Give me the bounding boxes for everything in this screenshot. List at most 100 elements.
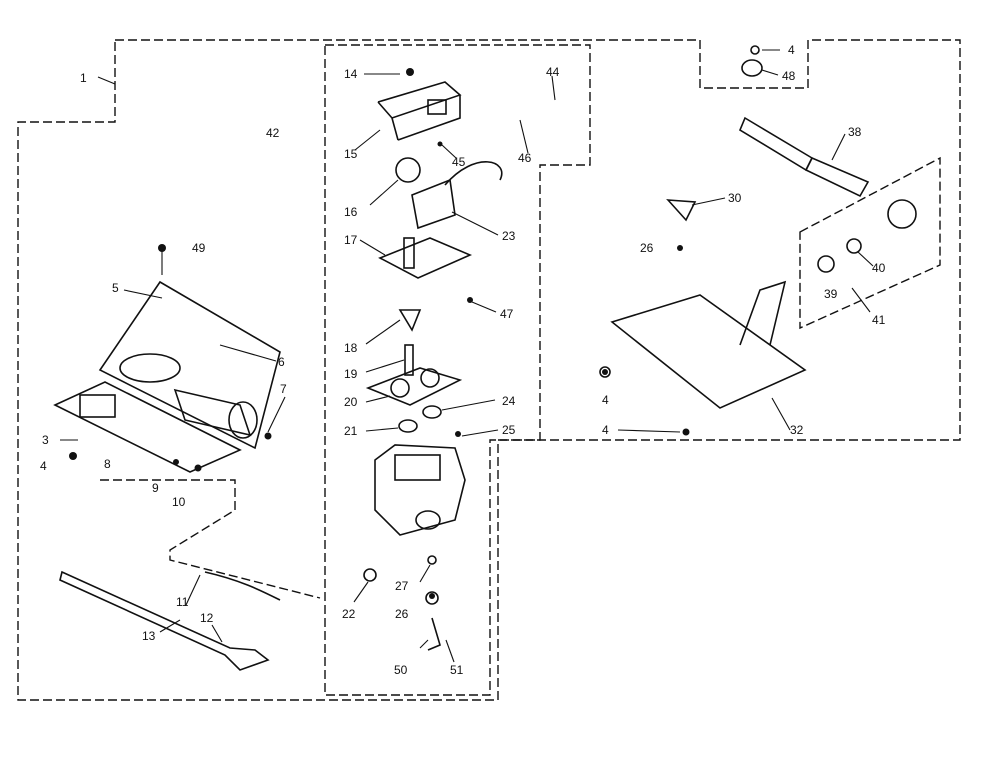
orifice-part xyxy=(846,238,862,254)
bracket-part xyxy=(666,199,697,222)
leader-4d xyxy=(617,429,681,433)
bolt-head xyxy=(750,45,760,55)
leader-16 xyxy=(369,179,399,206)
callout-1: 1 xyxy=(80,71,87,85)
callout-16: 16 xyxy=(344,205,358,219)
callout-46: 46 xyxy=(518,151,532,165)
leader-12 xyxy=(211,624,223,643)
callout-49: 49 xyxy=(192,241,206,255)
hood-part xyxy=(817,255,835,273)
callout-4: 4 xyxy=(602,393,609,407)
clip-part xyxy=(427,617,441,651)
callout-15: 15 xyxy=(344,147,358,161)
gas-tube-part xyxy=(738,116,814,172)
burner-tube-part xyxy=(173,388,252,437)
callout-13: 13 xyxy=(142,629,156,643)
diaphragm-part xyxy=(422,405,442,419)
callout-44: 44 xyxy=(546,65,560,79)
callout-19: 19 xyxy=(344,367,358,381)
leader-48 xyxy=(761,69,779,76)
screw-26-bottom xyxy=(429,593,435,599)
callout-17: 17 xyxy=(344,233,358,247)
callout-41: 41 xyxy=(872,313,886,327)
screw-26-right xyxy=(677,245,683,251)
callout-23: 23 xyxy=(502,229,516,243)
callout-5: 5 xyxy=(112,281,119,295)
leader-20 xyxy=(365,395,391,403)
leader-lines xyxy=(60,49,874,663)
leader-32 xyxy=(771,397,791,431)
callout-27: 27 xyxy=(395,579,409,593)
leader-25 xyxy=(461,429,499,437)
callout-9: 9 xyxy=(152,481,159,495)
solenoid-wire xyxy=(444,161,503,186)
callout-39: 39 xyxy=(824,287,838,301)
leader-22 xyxy=(353,581,369,603)
sensor-rod-part xyxy=(59,570,270,671)
gasket-part xyxy=(365,367,463,406)
burner-bracket-part xyxy=(53,381,242,473)
leader-6 xyxy=(219,344,277,362)
callout-26: 26 xyxy=(640,241,654,255)
leader-15 xyxy=(354,129,381,151)
screw-49 xyxy=(158,244,166,252)
callout-32: 32 xyxy=(790,423,804,437)
burner-end xyxy=(228,401,258,439)
leader-19 xyxy=(365,359,405,373)
mount-arm xyxy=(739,280,787,346)
nut-9 xyxy=(173,459,179,465)
callout-labels: 1 3 4 4 4 4 5 6 7 8 9 10 11 12 13 14 15 … xyxy=(40,43,886,677)
burner-mount-part xyxy=(610,294,807,409)
gasket-hole-right xyxy=(420,368,440,388)
screw-47 xyxy=(467,297,473,303)
callout-4: 4 xyxy=(602,423,609,437)
callout-20: 20 xyxy=(344,395,358,409)
leader-40 xyxy=(857,251,874,267)
callout-8: 8 xyxy=(104,457,111,471)
callout-45: 45 xyxy=(452,155,466,169)
manifold-part xyxy=(887,199,917,229)
callout-40: 40 xyxy=(872,261,886,275)
screw-45 xyxy=(437,141,443,147)
fitting-part xyxy=(363,568,377,582)
valve-body-port xyxy=(394,454,441,481)
washer-part xyxy=(427,555,437,565)
callout-51: 51 xyxy=(450,663,464,677)
valve-outlet xyxy=(415,510,441,530)
callout-47: 47 xyxy=(500,307,514,321)
coil-part xyxy=(395,157,421,183)
leader-38 xyxy=(831,133,846,161)
nut-10 xyxy=(194,464,202,472)
shield-cutout xyxy=(119,353,181,383)
leader-50 xyxy=(419,639,429,649)
leader-23 xyxy=(451,211,499,236)
cover-part xyxy=(377,81,462,141)
valve-body-part xyxy=(374,444,466,536)
orifice-group-outline xyxy=(799,156,941,330)
solenoid-part xyxy=(411,178,456,230)
gasket-hole-left xyxy=(390,378,410,398)
leader-47 xyxy=(471,301,497,313)
screw-4-left xyxy=(69,452,77,460)
screw-part xyxy=(599,366,611,378)
screw-4-right xyxy=(602,369,608,375)
screw-14 xyxy=(406,68,414,76)
assembly-boundaries xyxy=(17,39,961,701)
callout-24: 24 xyxy=(502,394,516,408)
leader-13 xyxy=(159,619,181,633)
harness-part xyxy=(204,571,281,601)
spring-part xyxy=(398,309,422,332)
callout-42: 42 xyxy=(266,126,280,140)
callout-7: 7 xyxy=(280,382,287,396)
igniter-part xyxy=(79,394,116,418)
plate-part xyxy=(378,237,473,279)
main-assembly-outline xyxy=(17,39,961,701)
leader-41 xyxy=(851,287,871,313)
leader-7 xyxy=(267,396,286,433)
callout-38: 38 xyxy=(848,125,862,139)
heat-shield-part xyxy=(98,280,281,450)
leader-11 xyxy=(185,574,201,606)
seal-part xyxy=(398,419,418,433)
callout-14: 14 xyxy=(344,67,358,81)
